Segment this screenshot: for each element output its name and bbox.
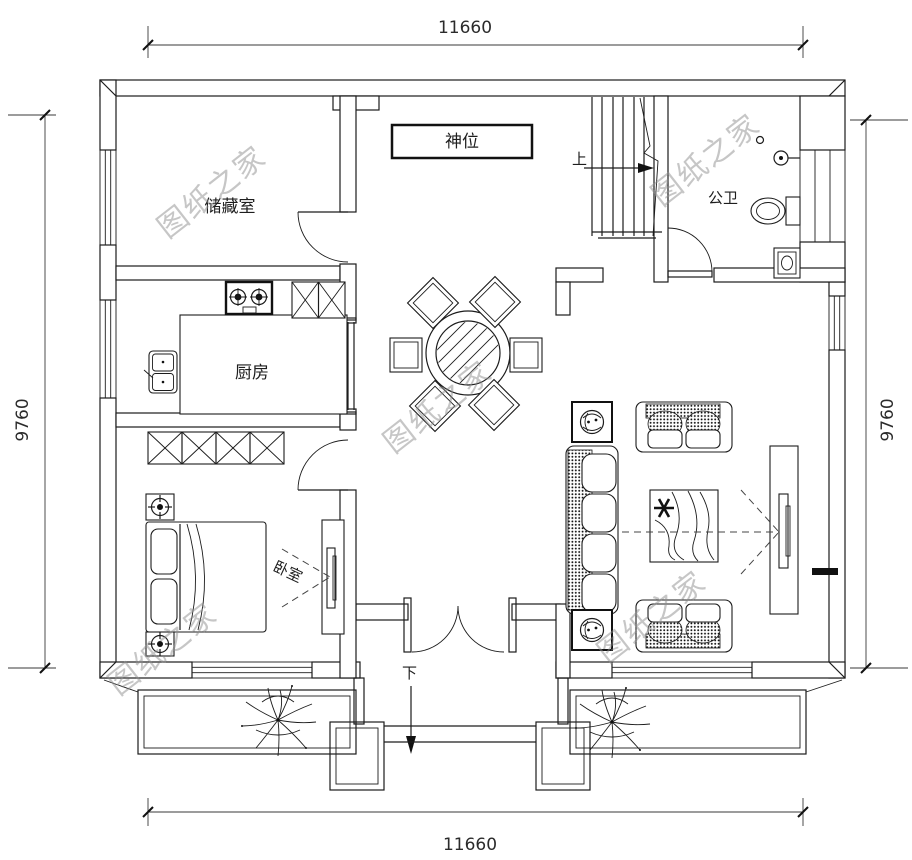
bedroom-furniture: 卧室 <box>145 431 345 657</box>
entrance: 下 <box>402 664 417 754</box>
porch <box>329 677 591 791</box>
interior-walls <box>115 95 846 679</box>
coffee-table <box>649 489 719 563</box>
watermark: 图纸之家 <box>151 139 273 245</box>
window-living-bottom <box>611 661 753 679</box>
dim-bottom-value: 11660 <box>443 835 497 855</box>
porch-column <box>535 721 591 791</box>
dim-left-value: 9760 <box>13 398 33 441</box>
tv-sightline <box>281 576 331 608</box>
tv-sightline <box>740 531 780 575</box>
wall-section-mark <box>812 568 838 575</box>
table-plant-icon <box>654 498 674 518</box>
window-kitchen-left <box>99 299 117 399</box>
door-storage <box>297 211 349 263</box>
bed <box>145 521 267 633</box>
dimension-top: 11660 <box>142 18 809 58</box>
kitchen-cabinet <box>291 281 346 319</box>
flower-stand <box>571 609 613 651</box>
entrance-down-label: 下 <box>402 664 417 682</box>
dining-chair <box>389 337 423 373</box>
stairs-up-label: 上 <box>572 150 587 168</box>
bathroom-sink-icon <box>773 247 801 279</box>
kitchen-furniture: 厨房 <box>143 280 348 415</box>
terrace-left <box>103 679 357 757</box>
terrace-right <box>569 679 843 759</box>
door-bathroom <box>667 227 713 278</box>
wardrobe <box>147 431 285 465</box>
dimension-left: 9760 <box>8 109 56 674</box>
dim-right-value: 9760 <box>878 398 898 441</box>
shower-icon <box>755 135 800 166</box>
kitchen-counter <box>179 314 348 415</box>
bedroom-tv-cabinet <box>321 519 345 635</box>
dining-chair <box>509 337 543 373</box>
porch-column <box>329 721 385 791</box>
dining-chair <box>468 275 522 329</box>
window-bathroom-right <box>799 149 846 243</box>
bathroom-label: 公卫 <box>708 189 738 207</box>
bathroom-fixtures: 公卫 <box>708 135 801 279</box>
pillow <box>150 578 178 625</box>
sofa-four-seat-left <box>565 445 619 615</box>
tv-sightline <box>281 548 331 578</box>
dimension-bottom: 11660 <box>142 798 809 855</box>
toilet-icon <box>750 196 801 226</box>
entrance-down-arrow <box>406 736 416 754</box>
storage-label: 储藏室 <box>205 197 256 217</box>
window-living-right <box>828 295 846 351</box>
door-bedroom <box>297 439 349 491</box>
outer-walls <box>99 79 846 679</box>
window-bedroom-bottom <box>191 661 313 679</box>
living-room-furniture <box>565 401 838 653</box>
window-storage-left <box>99 149 117 246</box>
sofa-two-seat-top <box>635 401 733 453</box>
windows <box>99 149 846 679</box>
stair-break-line <box>639 97 659 237</box>
dining-chair <box>467 378 521 432</box>
living-tv-cabinet <box>769 445 799 615</box>
dining-set <box>389 275 543 433</box>
kitchen-label: 厨房 <box>235 363 269 383</box>
dining-chair <box>406 276 460 330</box>
shrine-label: 神位 <box>445 132 479 152</box>
door-entrance-double <box>403 597 517 653</box>
shrine-cabinet: 神位 <box>390 123 534 160</box>
pillow <box>150 528 178 575</box>
flower-stand <box>571 401 613 443</box>
stairs-up-arrow <box>638 163 654 173</box>
stove-icon <box>224 280 274 316</box>
dimension-right: 9760 <box>850 114 908 674</box>
tv-sightline <box>740 489 780 533</box>
stairs: 上 <box>572 97 662 239</box>
sofa-two-seat-bottom <box>635 599 733 653</box>
bedroom-label: 卧室 <box>270 557 305 586</box>
dim-top-value: 11660 <box>438 18 492 38</box>
sink-icon <box>143 350 178 394</box>
dining-chair <box>408 379 462 433</box>
